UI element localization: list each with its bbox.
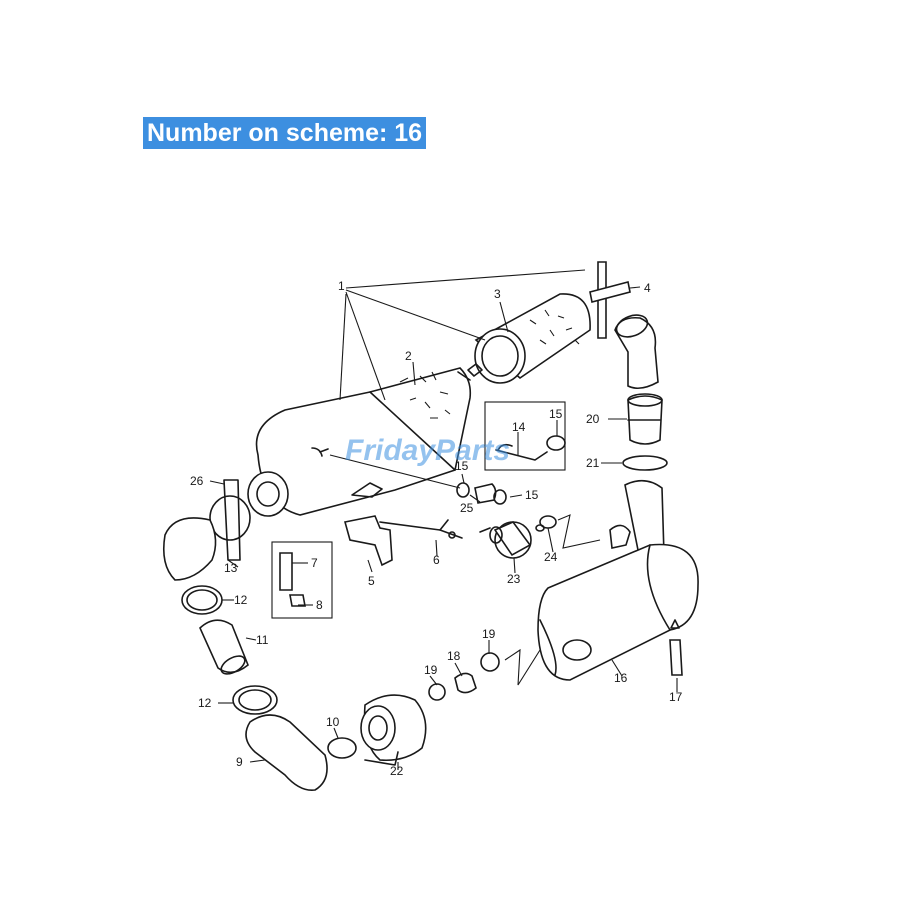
label-20: 20 [586, 412, 600, 426]
tail-pipe-elbow [614, 314, 659, 390]
label-23: 23 [507, 572, 521, 586]
label-3: 3 [494, 287, 501, 301]
label-15-right: 15 [525, 488, 539, 502]
clamp-ring-upper [181, 585, 223, 615]
label-12-upper: 12 [234, 593, 248, 607]
strap [669, 639, 683, 676]
label-12-lower: 12 [198, 696, 212, 710]
sealing-ring [327, 737, 357, 759]
label-10: 10 [326, 715, 340, 729]
label-16: 16 [614, 671, 628, 685]
clamp-and-elbow [162, 479, 251, 581]
inner-cylinder [474, 293, 591, 384]
turbo-housing [360, 694, 427, 766]
part-labels: 1 2 3 4 5 6 7 8 9 10 11 12 12 13 14 15 1… [190, 279, 683, 778]
label-6: 6 [433, 553, 440, 567]
label-25: 25 [460, 501, 474, 515]
detail-box [484, 401, 566, 471]
scheme-number-banner: Number on scheme: 16 [143, 117, 427, 149]
pipe-section [627, 393, 663, 445]
mounting-bracket [589, 261, 631, 339]
label-7: 7 [311, 556, 318, 570]
label-19-left: 19 [424, 663, 438, 677]
connector-pipe-lower [428, 652, 500, 701]
lower-elbow [245, 714, 328, 792]
label-8: 8 [316, 598, 323, 612]
clamp-ring-lower [232, 685, 278, 715]
label-4: 4 [644, 281, 651, 295]
upper-muffler [247, 367, 472, 517]
connector-fitting [467, 363, 483, 377]
connector-pipe [329, 454, 507, 505]
label-15-box: 15 [549, 407, 563, 421]
lower-muffler [537, 479, 699, 681]
label-24: 24 [544, 550, 558, 564]
watermark: FridayParts [345, 434, 510, 467]
label-11: 11 [256, 633, 269, 647]
label-26: 26 [190, 474, 204, 488]
label-15-left: 15 [455, 459, 469, 473]
label-18: 18 [447, 649, 461, 663]
bracket-and-rod [343, 515, 463, 567]
label-1: 1 [338, 279, 345, 293]
clamp-ring [622, 455, 668, 471]
valve-assembly [479, 515, 557, 559]
label-9: 9 [236, 755, 243, 769]
label-22: 22 [390, 764, 404, 778]
pipe-11 [199, 619, 249, 675]
label-19-right: 19 [482, 627, 496, 641]
label-2: 2 [405, 349, 412, 363]
leader-lines [209, 269, 678, 770]
strap-detail-box [271, 541, 333, 619]
label-21: 21 [586, 456, 600, 470]
label-5: 5 [368, 574, 375, 588]
label-14: 14 [512, 420, 526, 434]
label-13: 13 [224, 561, 238, 575]
label-17: 17 [669, 690, 683, 704]
